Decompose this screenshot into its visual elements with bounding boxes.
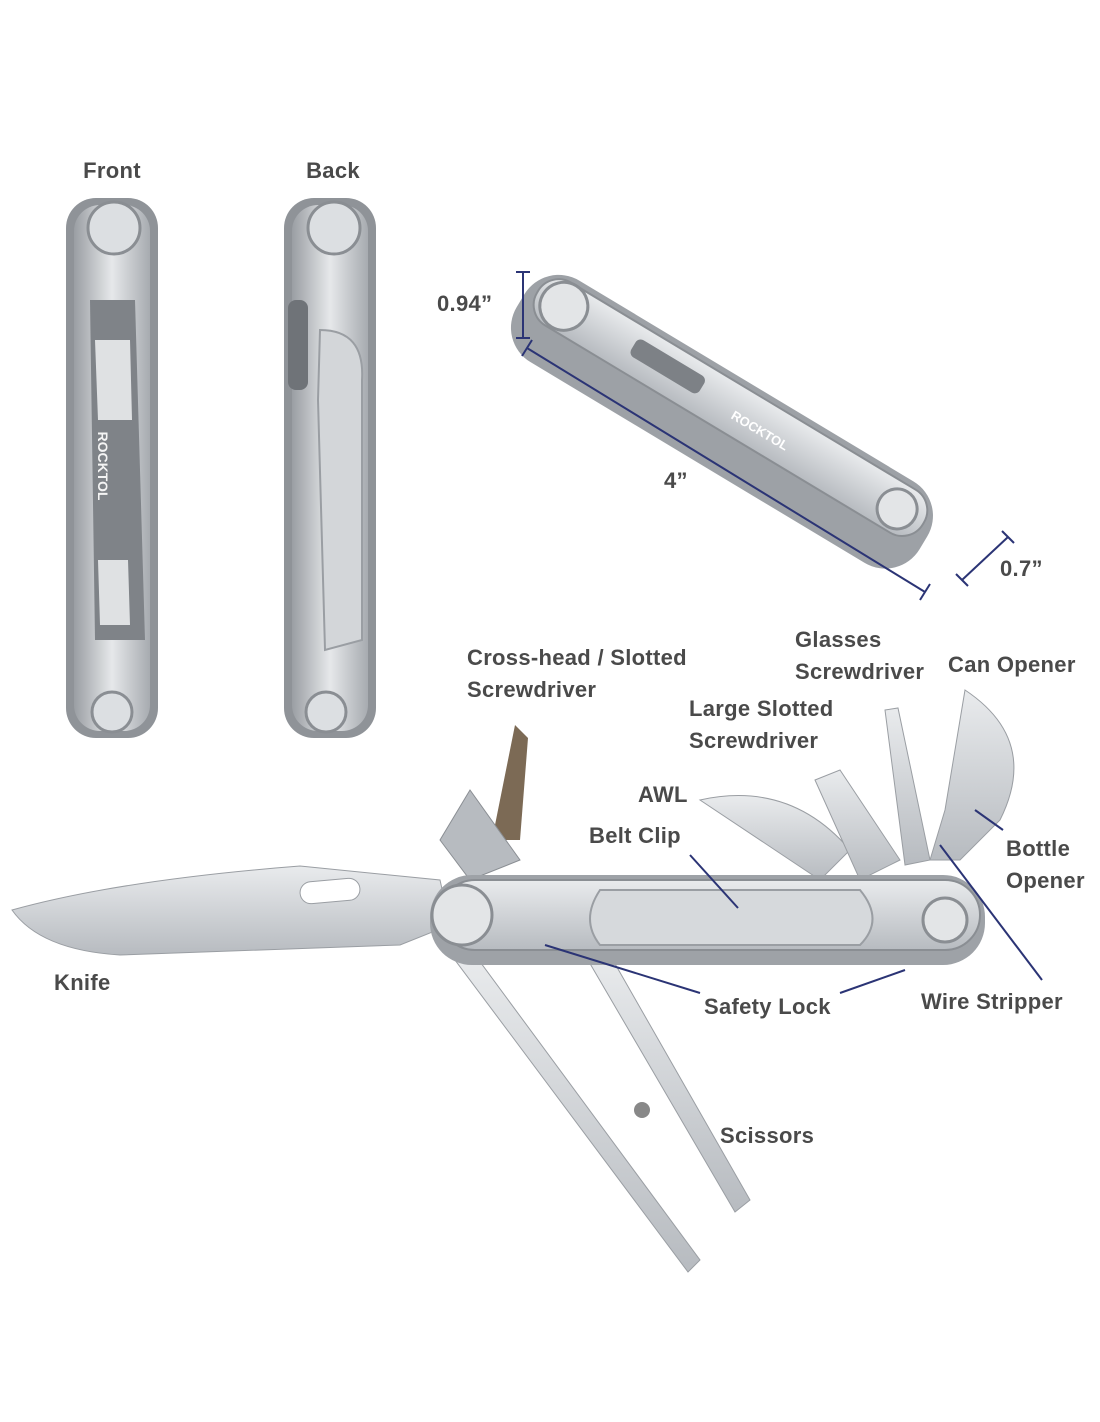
dimension-lines	[516, 271, 1015, 601]
knife-label: Knife	[54, 970, 111, 995]
front-view-tool: ROCKTOL	[66, 198, 158, 738]
back-view-tool	[284, 198, 376, 738]
cross-head-label-2: Screwdriver	[467, 677, 597, 702]
brand-logo: ROCKTOL	[95, 432, 111, 501]
closed-tool-perspective: ROCKTOL	[510, 274, 933, 569]
bottle-opener-label-2: Opener	[1006, 868, 1085, 893]
belt-clip-label: Belt Clip	[589, 823, 681, 848]
cross-head-label-1: Cross-head / Slotted	[467, 645, 687, 670]
glasses-label-1: Glasses	[795, 627, 882, 652]
back-view-label: Back	[306, 158, 360, 183]
height-dimension: 0.94”	[437, 291, 493, 316]
wire-stripper-label: Wire Stripper	[921, 989, 1063, 1014]
scissors-label: Scissors	[720, 1123, 815, 1148]
bottle-opener-label-1: Bottle	[1006, 836, 1071, 861]
safety-lock-label: Safety Lock	[704, 994, 831, 1019]
large-slotted-label-2: Screwdriver	[689, 728, 819, 753]
front-view-label: Front	[83, 158, 141, 183]
open-multitool	[11, 689, 1015, 1273]
large-slotted-label-1: Large Slotted	[689, 696, 834, 721]
width-dimension: 0.7”	[1000, 556, 1043, 581]
awl-label: AWL	[638, 782, 688, 807]
leader-lines	[544, 809, 1043, 994]
glasses-label-2: Screwdriver	[795, 659, 925, 684]
length-dimension: 4”	[664, 468, 688, 493]
can-opener-label: Can Opener	[948, 652, 1076, 677]
